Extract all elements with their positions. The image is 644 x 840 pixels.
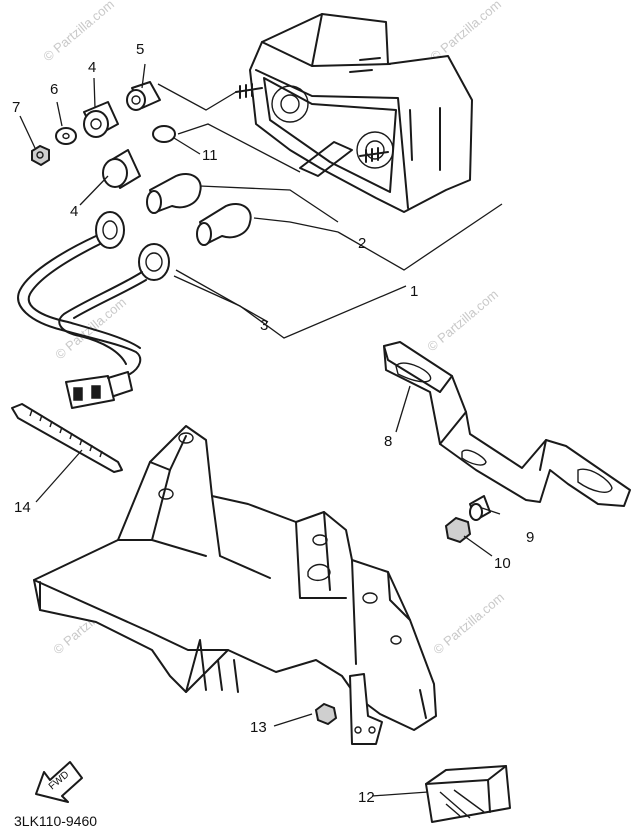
callout-5: 5 bbox=[136, 41, 144, 58]
callout-1: 1 bbox=[410, 283, 418, 300]
leader-lines bbox=[19, 63, 503, 797]
watermark-1: © Partzilla.com bbox=[40, 0, 117, 64]
callout-4-lower: 4 bbox=[70, 203, 78, 220]
callout-3: 3 bbox=[260, 317, 268, 334]
callout-7: 7 bbox=[12, 99, 20, 116]
grommet-4-lower bbox=[102, 149, 141, 189]
fwd-arrow: FWD bbox=[35, 761, 83, 803]
callout-12: 12 bbox=[358, 789, 375, 806]
rear-fender-bracket bbox=[33, 425, 437, 731]
grommet-4-top bbox=[83, 101, 119, 138]
bulb-2-lower bbox=[196, 203, 252, 246]
callout-10: 10 bbox=[494, 555, 511, 572]
tail-light-housing bbox=[235, 13, 473, 213]
watermark-2: © Partzilla.com bbox=[427, 0, 504, 64]
reflector-12 bbox=[425, 765, 511, 823]
callout-11: 11 bbox=[202, 147, 218, 164]
watermark-4: © Partzilla.com bbox=[424, 286, 501, 354]
diagram-code: 3LK110-9460 bbox=[14, 813, 97, 829]
callout-8: 8 bbox=[384, 433, 392, 450]
washer-11 bbox=[152, 125, 176, 143]
callout-2: 2 bbox=[358, 235, 366, 252]
nut-7 bbox=[31, 144, 50, 167]
callouts: 1 2 3 4 4 5 6 7 8 9 10 11 12 13 14 bbox=[12, 41, 534, 806]
bolt-9 bbox=[469, 495, 491, 521]
license-bracket-8 bbox=[383, 341, 631, 507]
callout-14: 14 bbox=[14, 499, 31, 516]
cable-tie-14 bbox=[11, 403, 123, 473]
reflector-mount bbox=[349, 673, 383, 745]
watermark-6: © Partzilla.com bbox=[430, 589, 507, 657]
callout-4-top: 4 bbox=[88, 59, 96, 76]
callout-6: 6 bbox=[50, 81, 58, 98]
socket-harness-3 bbox=[17, 211, 170, 409]
bulb-2-upper bbox=[146, 173, 202, 214]
washer-6 bbox=[55, 127, 77, 145]
callout-13: 13 bbox=[250, 719, 267, 736]
nut-13 bbox=[314, 702, 338, 726]
callout-9: 9 bbox=[526, 529, 534, 546]
collar-5 bbox=[126, 81, 161, 111]
